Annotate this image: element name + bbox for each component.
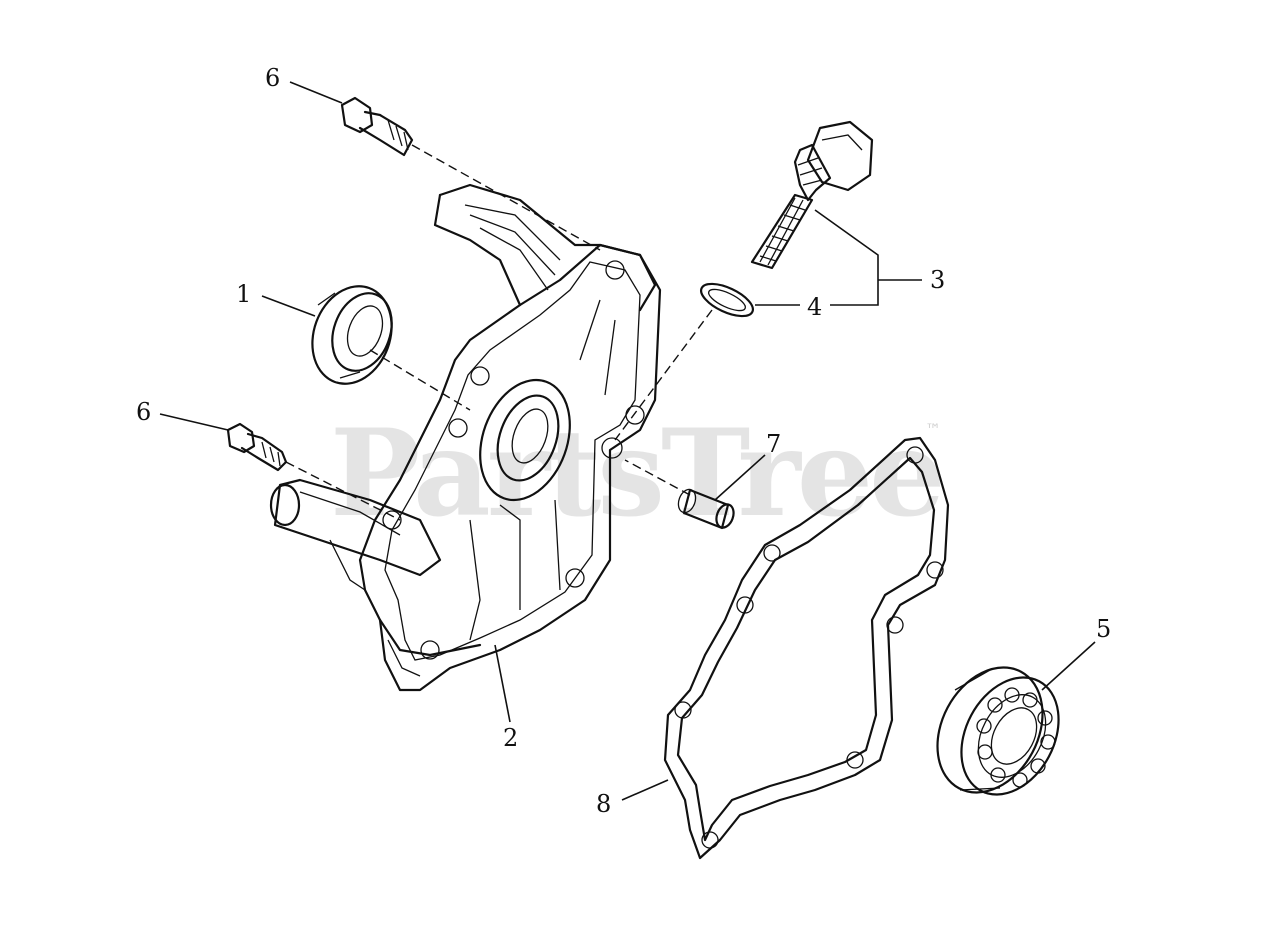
callout-5: 5 [1096, 615, 1111, 643]
callout-8: 8 [596, 790, 611, 818]
watermark-text: PartsTree [330, 403, 941, 544]
callout-3: 3 [930, 266, 945, 294]
part-ball-bearing[interactable] [917, 649, 1078, 811]
part-crankcase-cover[interactable] [269, 183, 662, 692]
part-flange-bolt-top[interactable] [340, 96, 414, 157]
part-oil-seal[interactable] [299, 275, 405, 395]
part-gasket[interactable] [663, 436, 950, 860]
part-o-ring[interactable] [697, 277, 758, 322]
watermark-trademark: ™ [925, 420, 941, 439]
part-flange-bolt-left[interactable] [226, 422, 288, 472]
leader-lines [159, 81, 1096, 801]
callout-1: 1 [236, 280, 251, 308]
callout-6-top: 6 [265, 64, 280, 92]
callout-4: 4 [807, 293, 822, 321]
callout-2: 2 [503, 724, 518, 752]
callout-7: 7 [766, 430, 781, 458]
callout-6-left: 6 [136, 398, 151, 426]
part-oil-filler-cap[interactable] [750, 120, 874, 270]
